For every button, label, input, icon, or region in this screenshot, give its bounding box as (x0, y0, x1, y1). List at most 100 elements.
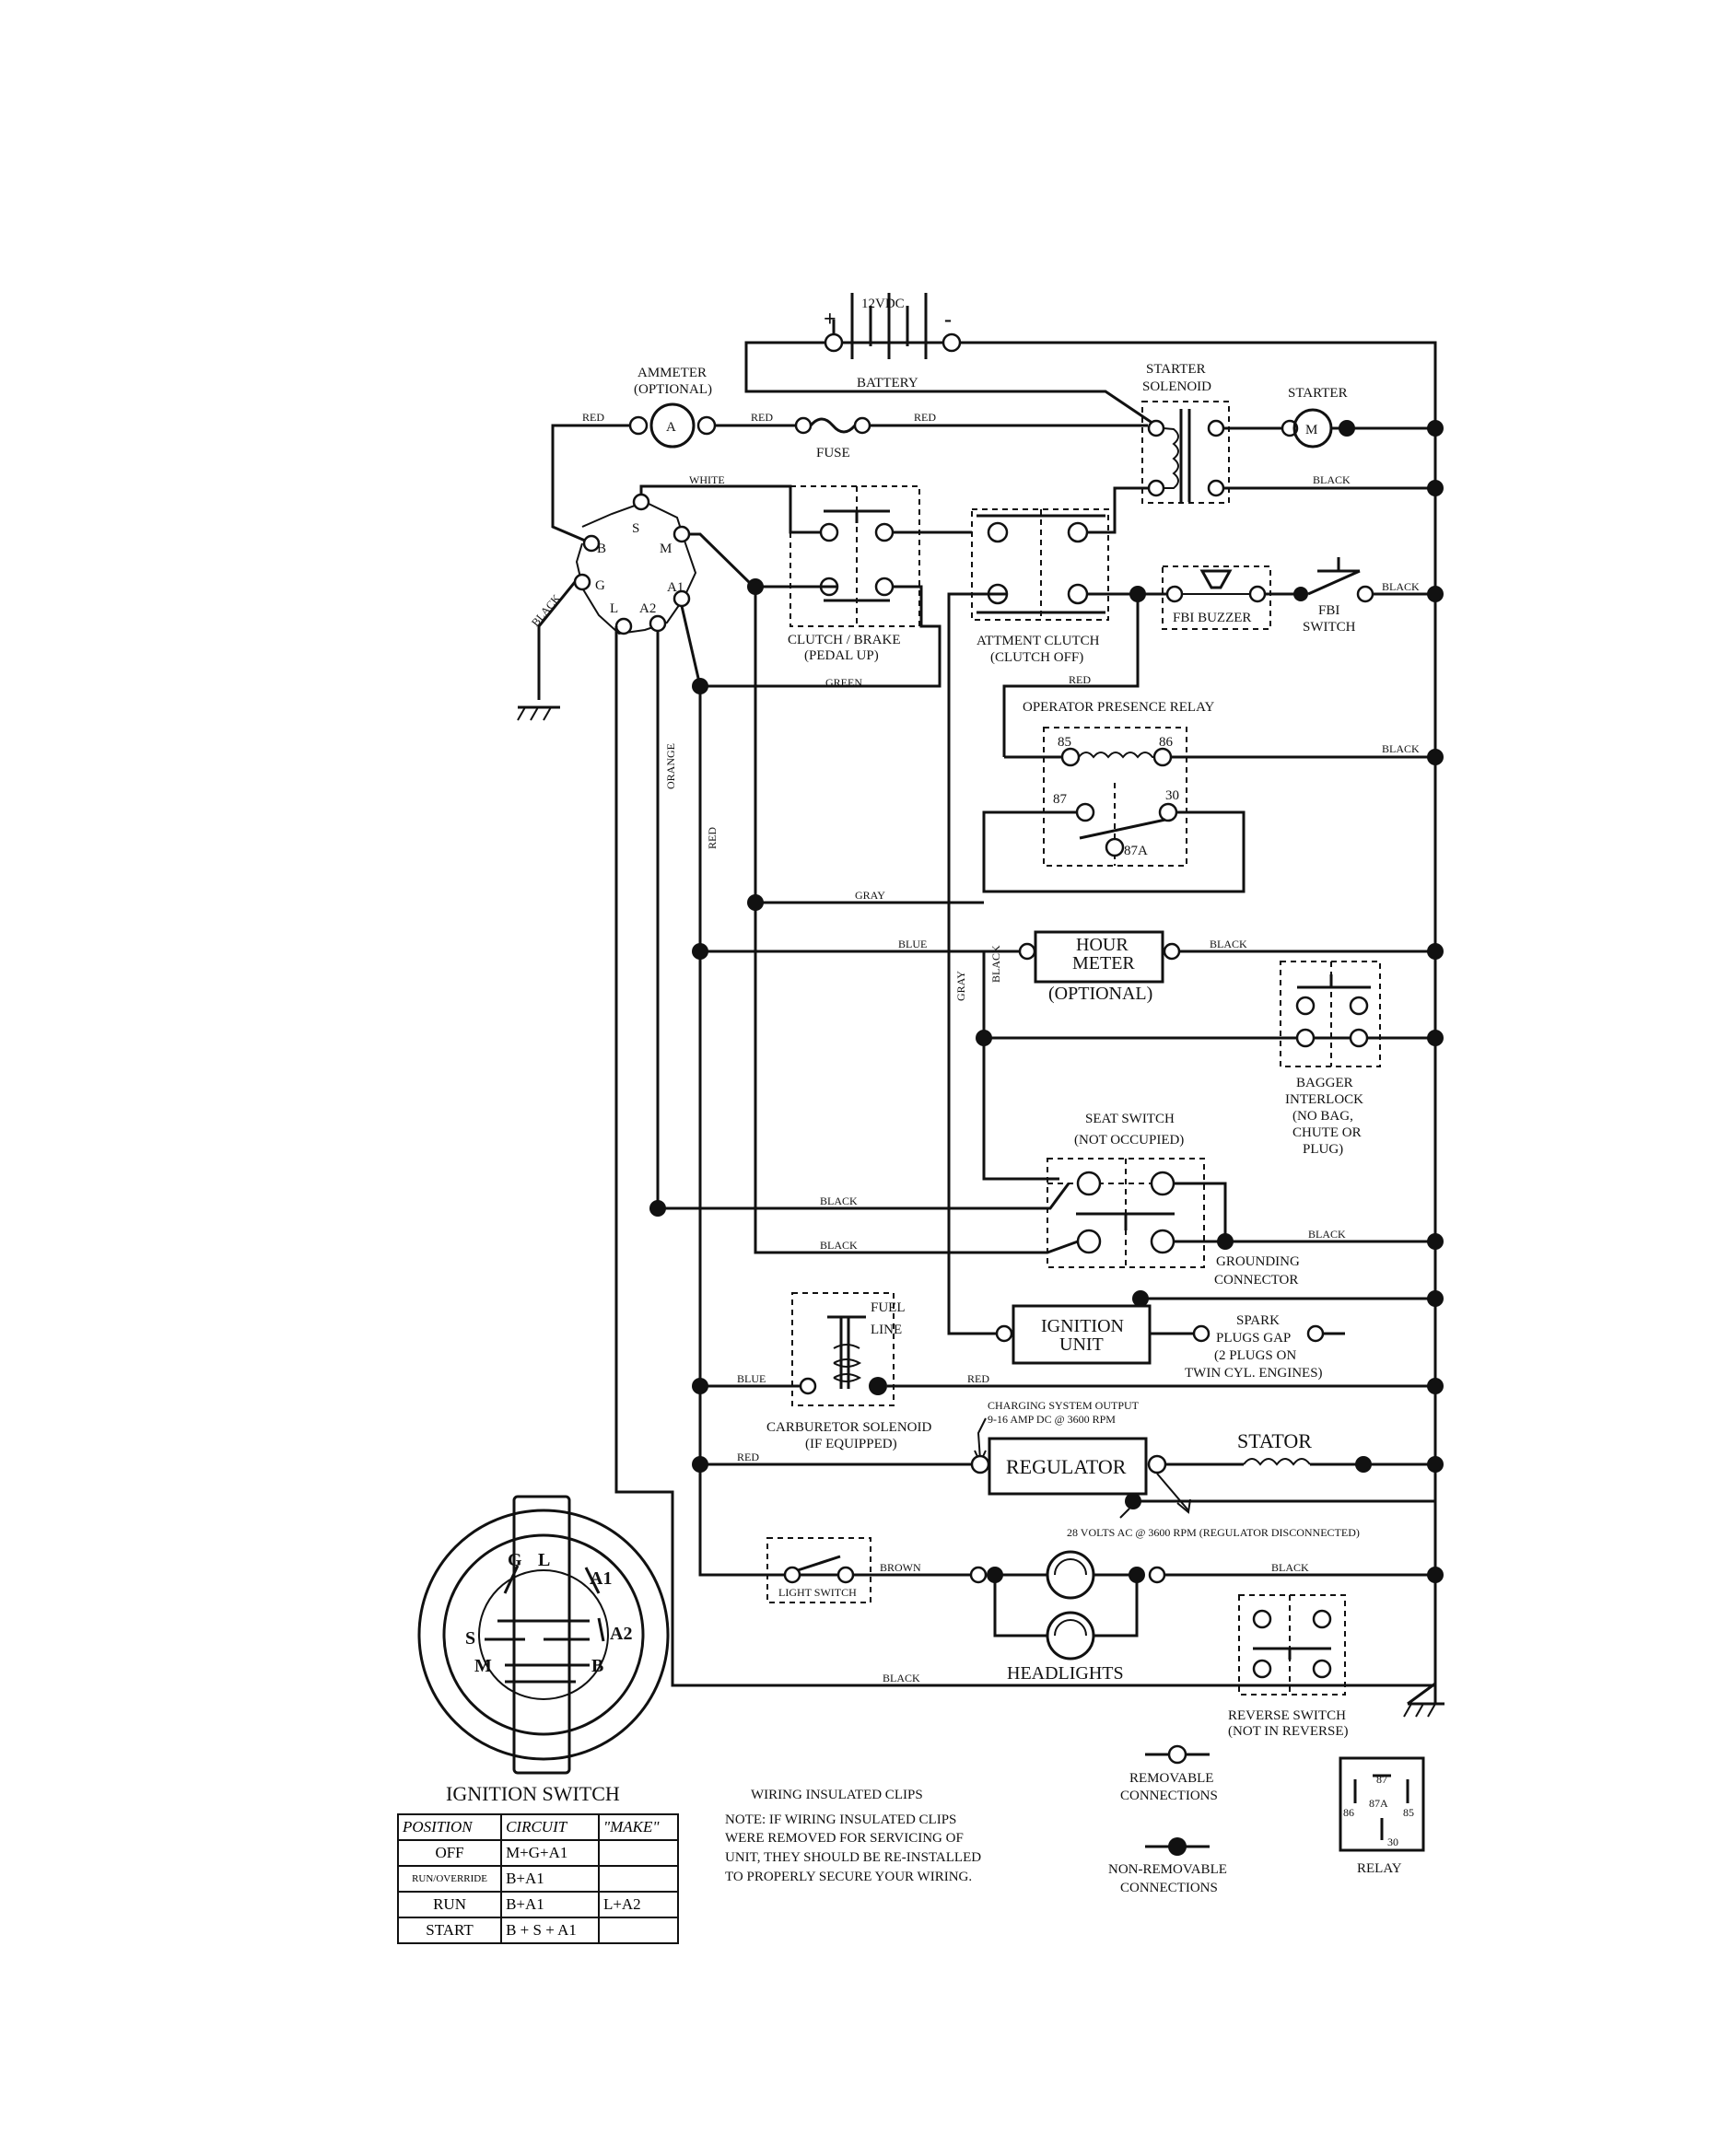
headlights: HEADLIGHTS (1007, 1550, 1124, 1684)
relay-pin-87a: 87A (1124, 844, 1148, 858)
spark-label-4: TWIN CYL. ENGINES) (1185, 1366, 1323, 1381)
starter-solenoid: STARTER SOLENOID (1141, 362, 1230, 504)
relay-legend-30: 30 (1387, 1836, 1398, 1848)
ignition-switch-title: IGNITION SWITCH (446, 1782, 620, 1805)
reverse-switch: REVERSE SWITCH (NOT IN REVERSE) (1228, 1594, 1349, 1739)
headlights-label: HEADLIGHTS (1007, 1663, 1124, 1684)
wire-green-label: GREEN (825, 676, 862, 689)
wire-black-label: BLACK (529, 591, 563, 628)
solenoid-label-2: SOLENOID (1142, 379, 1211, 394)
wiring-clips-note: WIRING INSULATED CLIPS NOTE: IF WIRING I… (725, 1788, 981, 1884)
clutch-brake-label: CLUTCH / BRAKE (788, 633, 901, 647)
row-make (597, 1839, 680, 1867)
face-a1: A1 (590, 1568, 612, 1589)
fbi-switch-label: FBI (1318, 603, 1339, 618)
col-circuit: CIRCUIT (500, 1813, 600, 1841)
face-b: B (591, 1656, 603, 1676)
relay-legend-label: RELAY (1357, 1861, 1402, 1876)
hour-meter-label-1: HOUR (1076, 935, 1129, 955)
wire-black-label: BLACK (1382, 580, 1420, 593)
seat-switch-label: SEAT SWITCH (1085, 1112, 1175, 1126)
clips-note-1: NOTE: IF WIRING INSULATED CLIPS (725, 1812, 956, 1827)
wire-red-label: RED (751, 411, 773, 424)
terminal-l: L (610, 601, 618, 616)
fuel-line-label-1: FUEL (871, 1300, 906, 1315)
wire-black-label: BLACK (1210, 938, 1247, 950)
face-s: S (465, 1628, 475, 1649)
row-circuit: B+A1 (500, 1865, 600, 1893)
row-make (597, 1917, 680, 1944)
clips-note-4: TO PROPERLY SECURE YOUR WIRING. (725, 1870, 972, 1884)
wire-red-label: RED (914, 411, 936, 424)
attment-clutch-sub: (CLUTCH OFF) (990, 650, 1083, 665)
wire-gray-label: GRAY (855, 889, 885, 902)
wire-black-label: BLACK (1313, 473, 1351, 486)
face-m: M (474, 1656, 492, 1676)
charging-label-1: CHARGING SYSTEM OUTPUT (988, 1399, 1140, 1412)
seat-switch: SEAT SWITCH (NOT OCCUPIED) (1047, 1112, 1205, 1268)
bagger-label-1: BAGGER (1296, 1076, 1353, 1090)
bagger-label-2: INTERLOCK (1285, 1092, 1363, 1107)
ignition-unit: IGNITION UNIT (1012, 1304, 1152, 1365)
wire-black-label: BLACK (1308, 1228, 1346, 1241)
wire-black-label: BLACK (820, 1195, 858, 1207)
face-l: L (538, 1550, 550, 1570)
wire-black-label: BLACK (820, 1239, 858, 1252)
regulator: REGULATOR (988, 1437, 1148, 1496)
fbi-switch-label-2: SWITCH (1303, 620, 1356, 635)
row-position: START (396, 1917, 503, 1944)
ignition-unit-label-1: IGNITION (1041, 1316, 1124, 1336)
regulator-label: REGULATOR (1006, 1455, 1127, 1478)
wire-black-label: BLACK (1271, 1561, 1309, 1574)
fuse-label: FUSE (816, 446, 850, 460)
hour-meter: HOUR METER (OPTIONAL) (1034, 930, 1164, 1004)
starter-symbol: M (1305, 423, 1317, 437)
face-a2: A2 (610, 1624, 632, 1644)
wire-white-label: WHITE (689, 473, 725, 486)
spark-label-3: (2 PLUGS ON (1214, 1348, 1296, 1363)
stator: STATOR (1237, 1429, 1312, 1466)
ammeter-optional: (OPTIONAL) (634, 382, 712, 397)
clips-note-2: WERE REMOVED FOR SERVICING OF (725, 1831, 964, 1846)
terminal-a2: A2 (639, 601, 656, 616)
row-position: OFF (396, 1839, 503, 1867)
relay-pin-30: 30 (1165, 788, 1179, 803)
hour-meter-label-2: METER (1072, 953, 1135, 973)
row-position: RUN/OVERRIDE (396, 1865, 503, 1893)
relay-pin-86: 86 (1159, 735, 1174, 750)
relay-legend-86: 86 (1343, 1806, 1354, 1819)
clutch-brake-sub: (PEDAL UP) (804, 648, 879, 663)
wire-blue-label: BLUE (737, 1372, 766, 1385)
wire-red-label: RED (582, 411, 604, 424)
wire-blue-label: BLUE (898, 938, 927, 950)
carb-label: CARBURETOR SOLENOID (766, 1420, 931, 1435)
wire-red-label: RED (1069, 673, 1091, 686)
fbi-switch: FBI SWITCH (1303, 557, 1374, 635)
terminal-s: S (632, 521, 639, 536)
attment-clutch-label: ATTMENT CLUTCH (977, 634, 1100, 648)
reverse-switch-label: REVERSE SWITCH (1228, 1708, 1346, 1723)
relay-legend: 87 87A 86 85 30 RELAY (1339, 1756, 1425, 1876)
row-make: L+A2 (597, 1891, 680, 1918)
wire-black-label: BLACK (883, 1672, 920, 1684)
ignition-switch-table: POSITION CIRCUIT "MAKE" OFF M+G+A1 RUN/O… (396, 1813, 680, 1944)
relay-legend-87a: 87A (1369, 1797, 1388, 1810)
wire-orange-label: ORANGE (664, 743, 677, 789)
wire-black-label: BLACK (1382, 742, 1420, 755)
grounding-label-2: CONNECTOR (1214, 1273, 1298, 1288)
row-circuit: B + S + A1 (500, 1917, 600, 1944)
terminal-g: G (595, 578, 605, 593)
ammeter-symbol: A (666, 420, 676, 435)
clips-note-3: UNIT, THEY SHOULD BE RE-INSTALLED (725, 1850, 981, 1865)
fuel-line-label-2: LINE (871, 1323, 902, 1337)
relay-pin-87: 87 (1053, 792, 1068, 807)
bagger-interlock: BAGGER INTERLOCK (NO BAG, CHUTE OR PLUG) (1280, 961, 1381, 1157)
relay-legend-85: 85 (1403, 1806, 1414, 1819)
ignition-switch-face: G L A1 A2 S M B (417, 1495, 670, 1775)
attachment-clutch-switch: ATTMENT CLUTCH (CLUTCH OFF) (971, 508, 1109, 665)
legend-removable-2: CONNECTIONS (1120, 1789, 1218, 1803)
charging-label-2: 9-16 AMP DC @ 3600 RPM (988, 1413, 1116, 1426)
relay-legend-87: 87 (1376, 1773, 1387, 1786)
table-row: RUN/OVERRIDE B+A1 (396, 1865, 680, 1893)
